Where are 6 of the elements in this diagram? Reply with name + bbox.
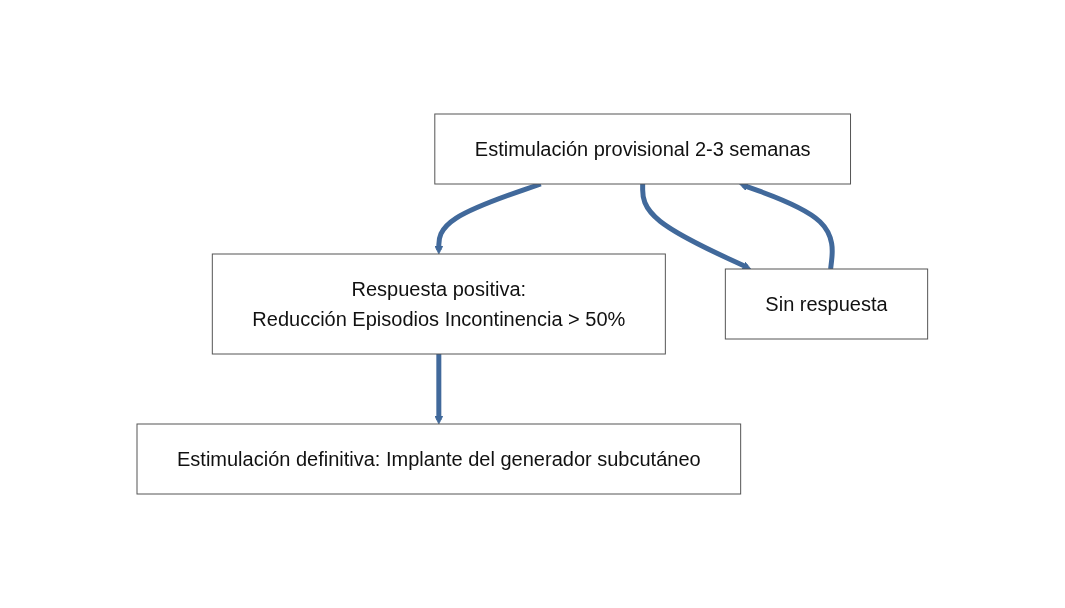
node-box: Respuesta positiva: Reducción Episodios Incontinencia > 50%: [212, 253, 666, 355]
arrow: [434, 354, 444, 425]
node-box: Estimulación provisional 2-3 semanas: [434, 113, 852, 185]
node-box: Estimulación definitiva: Implante del generador subcutáneo: [136, 423, 742, 495]
node-box: Sin respuesta: [725, 268, 929, 340]
arrow: [640, 184, 752, 270]
